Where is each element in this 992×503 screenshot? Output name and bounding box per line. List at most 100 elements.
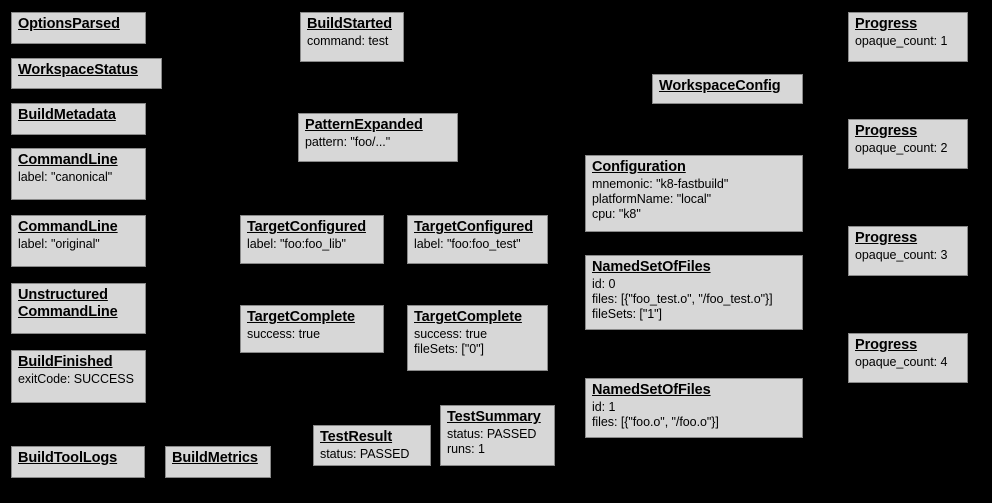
node-title: BuildStarted xyxy=(307,16,397,33)
node-title-line: NamedSetOfFiles xyxy=(592,382,711,398)
node-title-line: BuildStarted xyxy=(307,16,393,32)
node-fields: command: test xyxy=(307,34,397,49)
node-build-started[interactable]: BuildStarted command: test xyxy=(300,12,404,62)
node-field: label: "foo:foo_lib" xyxy=(247,237,346,252)
node-title: NamedSetOfFiles xyxy=(592,382,796,399)
node-workspace-config[interactable]: WorkspaceConfig xyxy=(652,74,803,104)
node-field: status: PASSED xyxy=(320,447,410,462)
node-field: opaque_count: 1 xyxy=(855,34,948,49)
node-title: Progress xyxy=(855,123,961,140)
node-title-line: CommandLine xyxy=(18,152,118,168)
node-field: files: [{"foo_test.o", "/foo_test.o"}] xyxy=(592,291,773,306)
node-title: BuildMetrics xyxy=(172,450,264,467)
node-title: Progress xyxy=(855,230,961,247)
node-title-line: Unstructured xyxy=(18,287,108,303)
node-title-line: TargetComplete xyxy=(247,309,355,325)
node-title-line: CommandLine xyxy=(18,219,118,235)
node-title-line: PatternExpanded xyxy=(305,117,423,133)
node-title: OptionsParsed xyxy=(18,16,139,33)
node-title-line: TargetConfigured xyxy=(247,219,366,235)
node-progress-4[interactable]: Progress opaque_count: 4 xyxy=(848,333,968,383)
node-fields: label: "foo:foo_test" xyxy=(414,237,541,252)
node-field: files: [{"foo.o", "/foo.o"}] xyxy=(592,414,719,429)
node-title-line: CommandLine xyxy=(18,304,118,321)
node-progress-3[interactable]: Progress opaque_count: 3 xyxy=(848,226,968,276)
node-field: mnemonic: "k8-fastbuild" xyxy=(592,177,729,192)
node-field: success: true xyxy=(247,327,320,342)
node-fields: label: "foo:foo_lib" xyxy=(247,237,377,252)
node-title-line: Progress xyxy=(855,123,918,139)
node-fields: opaque_count: 1 xyxy=(855,34,961,49)
node-title-line: Configuration xyxy=(592,159,686,175)
node-title: NamedSetOfFiles xyxy=(592,259,796,276)
node-build-finished[interactable]: BuildFinished exitCode: SUCCESS xyxy=(11,350,146,403)
node-title: TargetComplete xyxy=(247,309,377,326)
node-field: success: true xyxy=(414,327,487,342)
node-pattern-expanded[interactable]: PatternExpanded pattern: "foo/..." xyxy=(298,113,458,162)
node-field: label: "canonical" xyxy=(18,170,113,185)
node-field: pattern: "foo/..." xyxy=(305,135,391,150)
node-title-line: TargetComplete xyxy=(414,309,522,325)
node-fields: opaque_count: 2 xyxy=(855,141,961,156)
node-target-complete-lib[interactable]: TargetComplete success: true xyxy=(240,305,384,353)
node-fields: success: true xyxy=(247,327,377,342)
node-title-line: BuildFinished xyxy=(18,354,113,370)
node-build-metadata[interactable]: BuildMetadata xyxy=(11,103,146,135)
node-field: status: PASSED xyxy=(447,427,537,442)
node-field: label: "foo:foo_test" xyxy=(414,237,521,252)
node-title: WorkspaceStatus xyxy=(18,62,155,79)
node-target-configured-foo-test[interactable]: TargetConfigured label: "foo:foo_test" xyxy=(407,215,548,264)
node-title: TargetConfigured xyxy=(247,219,377,236)
node-field: exitCode: SUCCESS xyxy=(18,372,134,387)
node-field: opaque_count: 2 xyxy=(855,141,948,156)
node-title-line: WorkspaceConfig xyxy=(659,78,781,94)
node-field: command: test xyxy=(307,34,389,49)
node-target-configured-foo-lib[interactable]: TargetConfigured label: "foo:foo_lib" xyxy=(240,215,384,264)
node-options-parsed[interactable]: OptionsParsed xyxy=(11,12,146,44)
node-title: TestResult xyxy=(320,429,424,446)
node-field: id: 1 xyxy=(592,400,616,415)
node-field: fileSets: ["0"] xyxy=(414,341,484,356)
node-title-line: BuildToolLogs xyxy=(18,450,118,466)
node-title: CommandLine xyxy=(18,219,139,236)
node-field: label: "original" xyxy=(18,237,100,252)
node-title: BuildFinished xyxy=(18,354,139,371)
node-command-line-original[interactable]: CommandLine label: "original" xyxy=(11,215,146,267)
node-title-line: BuildMetadata xyxy=(18,107,116,123)
node-title-line: Progress xyxy=(855,230,918,246)
node-title: Progress xyxy=(855,16,961,33)
node-title: WorkspaceConfig xyxy=(659,78,796,95)
node-build-metrics[interactable]: BuildMetrics xyxy=(165,446,271,478)
node-field: cpu: "k8" xyxy=(592,206,641,221)
node-title-line: TestSummary xyxy=(447,409,541,425)
node-field: runs: 1 xyxy=(447,441,485,456)
node-title-line: TargetConfigured xyxy=(414,219,533,235)
node-workspace-status[interactable]: WorkspaceStatus xyxy=(11,58,162,89)
node-fields: opaque_count: 3 xyxy=(855,248,961,263)
node-fields: pattern: "foo/..." xyxy=(305,135,451,150)
node-build-tool-logs[interactable]: BuildToolLogs xyxy=(11,446,145,478)
node-title-line: BuildMetrics xyxy=(172,450,258,466)
node-field: id: 0 xyxy=(592,277,616,292)
node-title-line: Progress xyxy=(855,337,918,353)
node-title-line: WorkspaceStatus xyxy=(18,62,138,78)
node-field: opaque_count: 4 xyxy=(855,355,948,370)
node-title: TestSummary xyxy=(447,409,548,426)
node-fields: label: "canonical" xyxy=(18,170,139,185)
node-progress-2[interactable]: Progress opaque_count: 2 xyxy=(848,119,968,169)
node-command-line-canonical[interactable]: CommandLine label: "canonical" xyxy=(11,148,146,200)
